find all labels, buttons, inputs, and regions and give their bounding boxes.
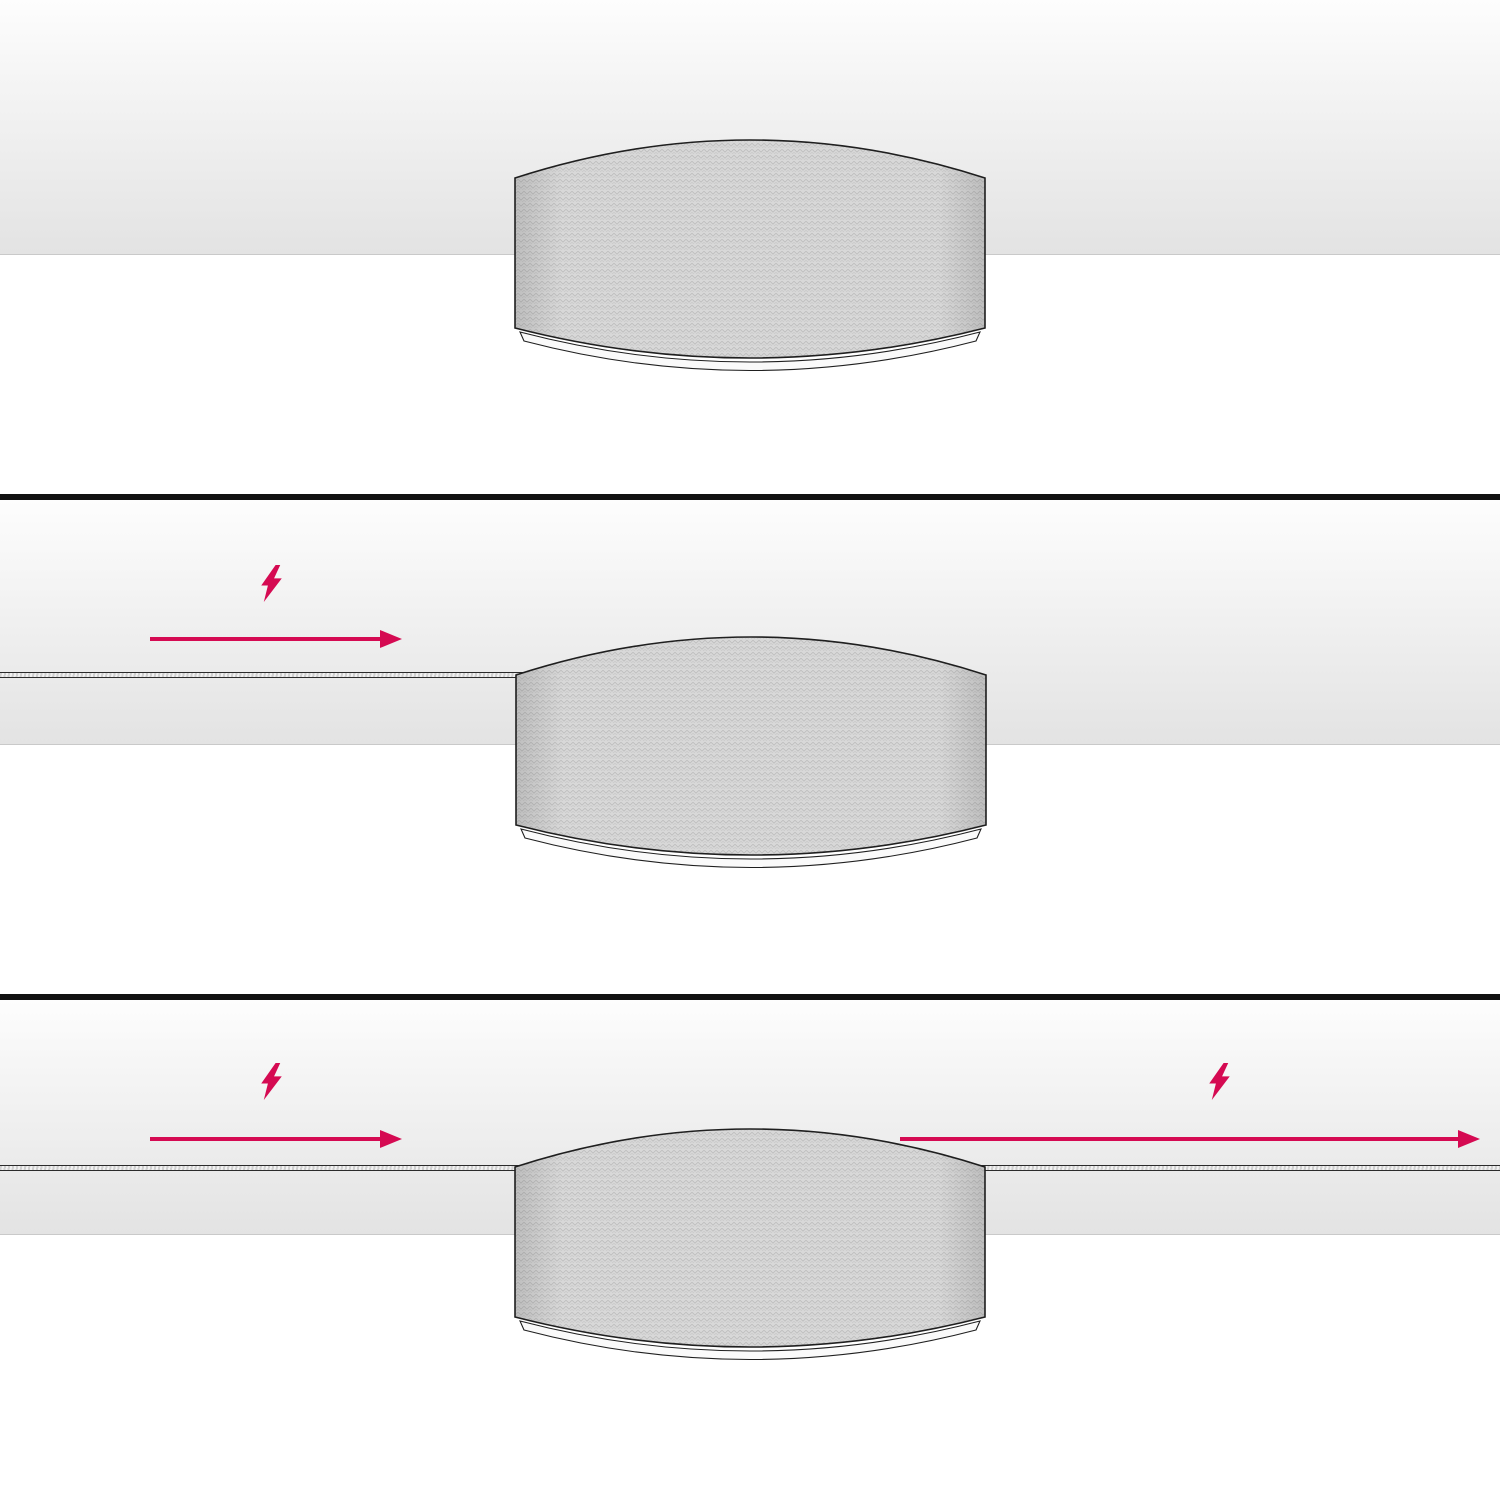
lampshade-shading <box>516 637 986 855</box>
power-direction-arrow <box>900 1130 1480 1148</box>
lampshade-shading <box>515 140 985 358</box>
lightning-bolt-icon <box>1209 1063 1230 1100</box>
lampshade-diffuser <box>520 828 982 869</box>
lampshade-diffuser <box>519 1320 981 1361</box>
lightning-bolt-icon <box>261 565 282 602</box>
drum-lampshade <box>514 1128 986 1361</box>
power-cable-left <box>0 1165 545 1171</box>
panel-lamp-feed-left <box>0 500 1500 1000</box>
drum-lampshade <box>515 636 987 869</box>
lampshade-diffuser <box>519 331 981 372</box>
lampshade-shading <box>515 1129 985 1347</box>
drum-lampshade <box>514 139 986 372</box>
power-direction-arrow <box>150 630 402 648</box>
panel-lamp-no-feed <box>0 0 1500 500</box>
power-direction-arrow <box>150 1130 402 1148</box>
power-cable-left <box>0 672 545 678</box>
panel-divider <box>0 494 1500 500</box>
lightning-bolt-icon <box>261 1063 282 1100</box>
panel-divider <box>0 994 1500 1000</box>
power-cable-right <box>955 1165 1500 1171</box>
panel-lamp-feed-both <box>0 1000 1500 1500</box>
